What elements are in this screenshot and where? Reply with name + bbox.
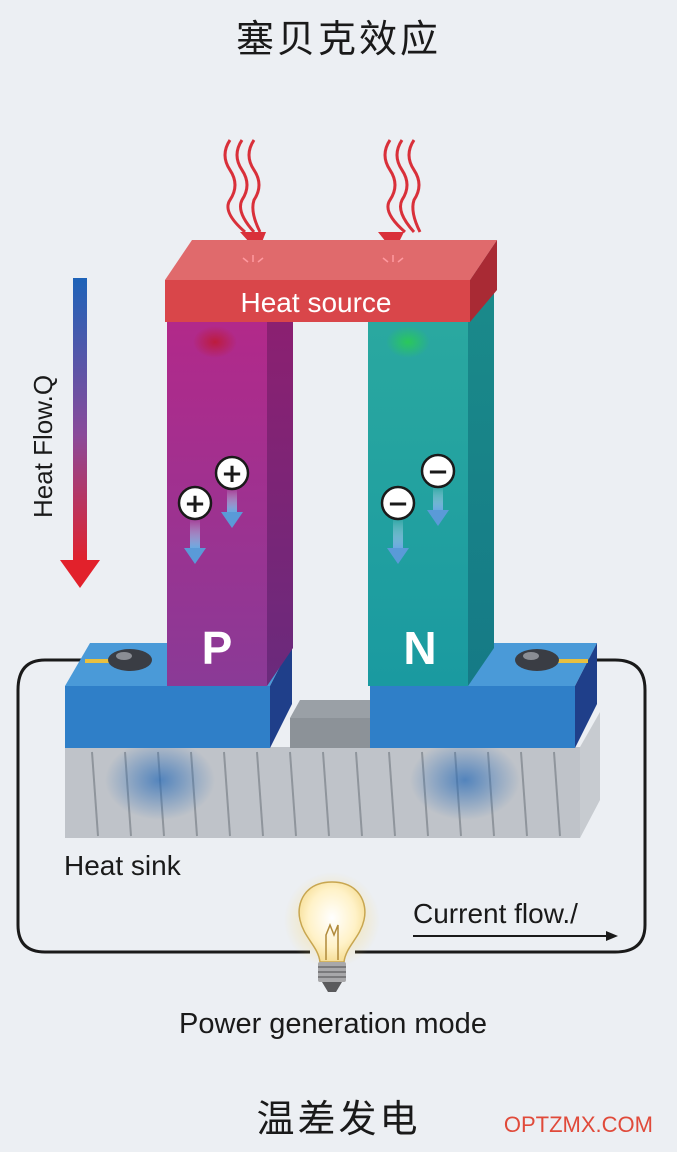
heat-wave-left-icon bbox=[223, 139, 266, 252]
current-flow-arrow bbox=[413, 931, 618, 941]
n-type-label: N bbox=[403, 622, 436, 674]
hole-carrier-1: + bbox=[214, 455, 250, 528]
heat-sink bbox=[65, 700, 600, 838]
heat-flow-label: Heat Flow.Q bbox=[28, 375, 58, 518]
title-thermoelectric: 温差发电 bbox=[256, 1097, 421, 1141]
mode-caption: Power generation mode bbox=[179, 1008, 487, 1040]
electron-carrier-1: − bbox=[420, 453, 456, 526]
p-type-label: P bbox=[202, 622, 233, 674]
circuit-wire bbox=[16, 658, 647, 954]
title-seebeck: 塞贝克效应 bbox=[235, 17, 441, 61]
hole-plus-symbol: + bbox=[221, 459, 243, 489]
heat-sink-label: Heat sink bbox=[64, 850, 182, 881]
electron-minus-symbol: − bbox=[427, 457, 449, 487]
hole-carrier-2: + bbox=[177, 485, 213, 564]
electron-carrier-2: − bbox=[380, 485, 416, 564]
current-flow-label: Current flow./ bbox=[413, 898, 578, 929]
light-bulb-icon bbox=[284, 872, 380, 992]
heat-flow-arrow bbox=[60, 278, 100, 588]
watermark-text: OPTZMX.COM bbox=[503, 1112, 653, 1137]
electron-minus-symbol: − bbox=[387, 489, 409, 519]
hole-plus-symbol: + bbox=[184, 489, 206, 519]
heat-source-label: Heat source bbox=[241, 287, 392, 318]
p-type-leg bbox=[167, 290, 293, 686]
heat-source-block bbox=[165, 240, 497, 322]
heat-wave-right-icon bbox=[378, 139, 422, 252]
